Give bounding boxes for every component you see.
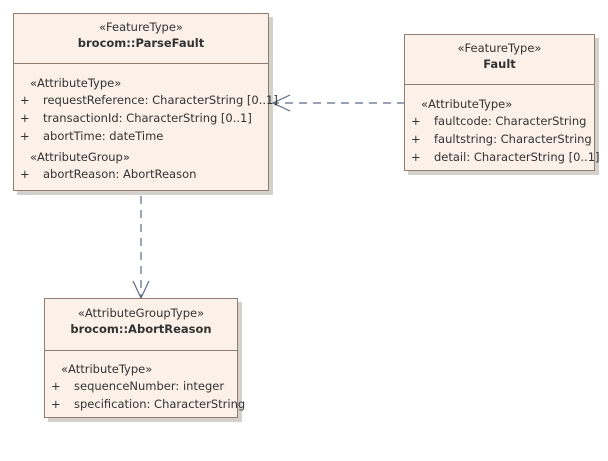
visibility-marker: + — [20, 167, 30, 181]
attribute-text: sequenceNumber: integer — [74, 379, 225, 393]
class-stereotype: «FeatureType» — [99, 20, 183, 34]
attribute-row: + transactionId: CharacterString [0..1] — [14, 109, 268, 127]
attribute-row: + requestReference: CharacterString [0..… — [14, 91, 278, 109]
attribute-text: transactionId: CharacterString [0..1] — [43, 111, 252, 125]
visibility-marker: + — [411, 114, 421, 128]
attribute-row: + abortTime: dateTime — [14, 127, 268, 145]
attribute-text: abortReason: AbortReason — [43, 167, 197, 181]
attribute-row: + detail: CharacterString [0..1] — [405, 148, 600, 166]
attribute-row: + abortReason: AbortReason — [14, 165, 268, 183]
visibility-marker: + — [20, 93, 30, 107]
attribute-text: faultstring: CharacterString — [434, 132, 592, 146]
attribute-text: abortTime: dateTime — [43, 129, 164, 143]
attribute-row: + sequenceNumber: integer — [45, 377, 237, 395]
class-fault[interactable]: «FeatureType» Fault «AttributeType» + fa… — [404, 34, 600, 171]
section-label: «AttributeGroup» — [30, 150, 130, 164]
class-header: «AttributeGroupType» brocom::AbortReason — [45, 299, 237, 351]
class-abort-reason[interactable]: «AttributeGroupType» brocom::AbortReason… — [44, 298, 245, 418]
attribute-row: + faultstring: CharacterString — [405, 130, 594, 148]
attribute-text: faultcode: CharacterString — [434, 114, 587, 128]
class-body: «AttributeType» + faultcode: CharacterSt… — [405, 85, 600, 166]
visibility-marker: + — [20, 111, 30, 125]
class-name: brocom::ParseFault — [77, 36, 205, 50]
class-body: «AttributeType» + requestReference: Char… — [14, 64, 278, 183]
visibility-marker: + — [411, 150, 421, 164]
attribute-row: + specification: CharacterString — [45, 395, 245, 413]
class-parse-fault[interactable]: «FeatureType» brocom::ParseFault «Attrib… — [13, 13, 278, 191]
visibility-marker: + — [51, 379, 61, 393]
section-label: «AttributeType» — [61, 362, 153, 376]
class-header: «FeatureType» brocom::ParseFault — [14, 14, 268, 64]
section-label: «AttributeType» — [30, 76, 122, 90]
class-stereotype: «FeatureType» — [457, 41, 542, 55]
attribute-text: detail: CharacterString [0..1] — [434, 150, 600, 164]
class-body: «AttributeType» + sequenceNumber: intege… — [45, 351, 245, 413]
arrowhead-abortreason — [132, 280, 150, 300]
class-header: «FeatureType» Fault — [405, 35, 594, 85]
attribute-text: specification: CharacterString — [74, 397, 246, 411]
class-stereotype: «AttributeGroupType» — [77, 306, 205, 320]
attribute-text: requestReference: CharacterString [0..1] — [43, 93, 278, 107]
visibility-marker: + — [20, 129, 30, 143]
section-label: «AttributeType» — [421, 97, 513, 111]
attribute-row: + faultcode: CharacterString — [405, 112, 594, 130]
visibility-marker: + — [411, 132, 421, 146]
visibility-marker: + — [51, 397, 61, 411]
class-name: Fault — [483, 57, 516, 71]
class-name: brocom::AbortReason — [70, 322, 212, 336]
